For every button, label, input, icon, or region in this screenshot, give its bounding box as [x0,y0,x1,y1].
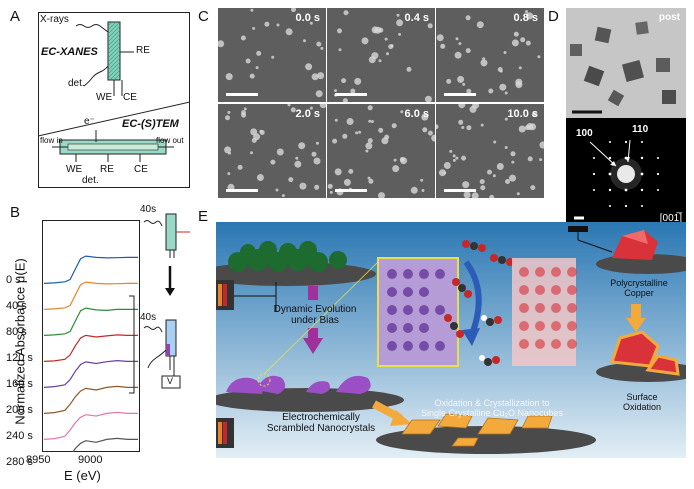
surface-oxidation-label: Surface Oxidation [622,392,662,412]
diffraction-image: 100 110 [001̅] [566,118,686,228]
re-label: RE [136,45,150,56]
scale-bar [226,93,258,96]
series-line-5 [43,385,138,414]
stem-frame: 0.4 s [327,8,435,102]
panel-c-stem-grid: 0.0 s 0.4 s 0.8 s 2.0 s 6.0 s 10.0 s [218,8,544,200]
re-label-2: RE [100,164,114,175]
stem-texture [436,8,544,102]
post-image: post [566,8,686,118]
schematic-cells [143,213,190,389]
mechanism-scene [216,222,686,458]
bracket [129,295,135,394]
flow-in-label: flow in [40,136,63,145]
polycrystalline-label: Polycrystalline Copper [610,278,668,298]
panel-label-e: E [198,208,209,225]
chart-xlabel: E (eV) [64,468,101,483]
panel-label-d: D [548,8,559,25]
diffraction-pattern [574,139,660,220]
stem-time-label: 0.4 s [404,12,429,24]
series-line-1 [43,281,138,310]
series-line-4 [43,359,138,388]
stem-frame: 2.0 s [218,104,326,198]
stem-frame: 0.0 s [218,8,326,102]
scrambled-label: Electrochemically Scrambled Nanocrystals [266,412,376,434]
schematic-bottom-time: 40s [140,312,157,323]
time-label: 240 s [6,430,33,442]
stem-time-label: 2.0 s [295,108,320,120]
zone-axis: [001̅] [659,213,682,224]
scale-bar [335,189,367,192]
ec-stem-label: EC-(S)TEM [122,118,179,130]
oxidation-label: Oxidation & Crystallization to Single Cr… [420,398,564,418]
stem-time-label: 0.0 s [295,12,320,24]
we-label: WE [96,92,113,103]
panel-b-schematic: 40s 40s V [140,204,196,414]
stem-time-label: 6.0 s [404,108,429,120]
x-tick-8950: 8950 [26,454,51,466]
series-line-3 [43,334,138,362]
stem-time-label: 10.0 s [507,108,538,120]
series-line-6 [43,411,138,440]
time-label: 280 s [6,456,33,468]
time-label: 80 s [6,326,27,338]
stem-frame: 6.0 s [327,104,435,198]
time-label: 0 s [6,274,21,286]
stem-texture [436,104,544,198]
series-line-0 [43,255,138,284]
scale-bar [444,189,476,192]
time-label: 200 s [6,404,33,416]
schematic-top-time: 40s [140,204,157,215]
ec-xanes-label: EC-XANES [41,46,98,58]
time-label: 40 s [6,300,27,312]
det-label-2: det. [82,175,99,186]
stem-frame: 0.8 s [436,8,544,102]
series-line-2 [43,307,138,336]
det-label: det. [68,78,85,89]
schematic-diagram [37,12,191,188]
electron-label: e⁻ [84,116,95,127]
dynamic-evolution-label: Dynamic Evolution under Bias [273,304,357,326]
ce-label: CE [123,92,137,103]
scale-bar [335,93,367,96]
scale-bar [444,93,476,96]
stem-texture [327,8,435,102]
panel-label-a: A [10,8,21,25]
index-110: 110 [632,124,649,135]
we-label-2: WE [66,164,83,175]
panel-label-c: C [198,8,209,25]
post-texture [566,8,686,118]
post-label: post [658,12,680,23]
series-line-7 [72,437,138,452]
stem-texture [218,8,326,102]
panel-a-schematic: X-rays EC-XANES RE det. WE CE e⁻ EC-(S)T… [37,12,191,188]
panel-e-illustration: Dynamic Evolution under Bias Electrochem… [216,222,686,458]
time-label: 160 s [6,378,33,390]
stem-time-label: 0.8 s [513,12,538,24]
stem-texture [218,104,326,198]
flow-out-label: flow out [156,136,184,145]
stem-frame: 10.0 s [436,104,544,198]
x-tick-9000: 9000 [78,454,103,466]
xanes-plot [42,220,140,452]
index-100: 100 [576,128,593,139]
time-label: 120 s [6,352,33,364]
ce-label-2: CE [134,164,148,175]
v-label: V [167,376,174,386]
xrays-label: X-rays [40,14,69,25]
scale-bar [226,189,258,192]
panel-label-b: B [10,204,21,221]
stem-texture [327,104,435,198]
